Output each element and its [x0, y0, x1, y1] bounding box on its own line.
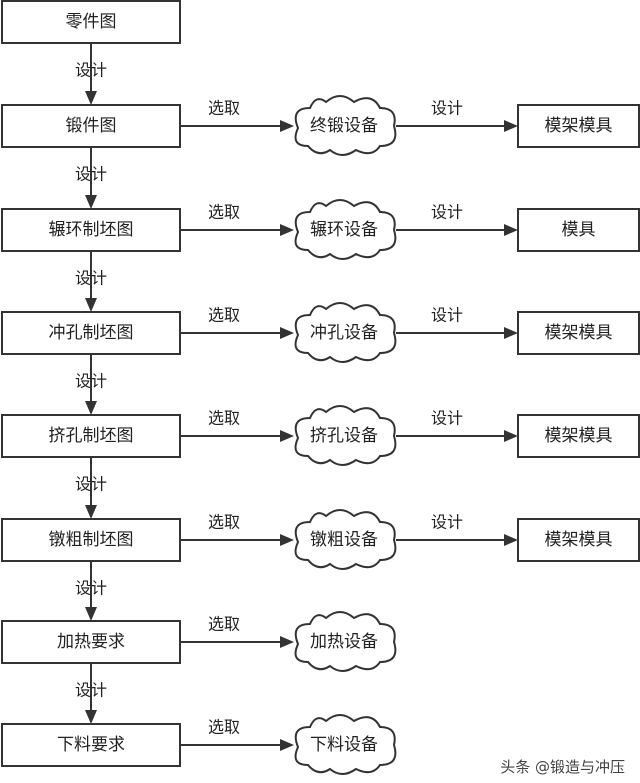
tooling-label: 模架模具	[545, 323, 613, 343]
equipment-label: 辗环设备	[310, 219, 378, 240]
step-label: 挤孔制坯图	[49, 426, 134, 446]
equipment-cloud	[294, 405, 397, 466]
equipment-cloud	[294, 199, 397, 260]
tooling-box	[517, 311, 640, 355]
select-edge-label: 选取	[208, 409, 240, 428]
design-edge-label: 设计	[75, 269, 107, 288]
step-box	[1, 208, 181, 252]
flow-arrow-down-head	[85, 91, 97, 105]
equipment-label: 加热设备	[310, 632, 378, 652]
design-edge-label: 设计	[75, 475, 107, 494]
step-label: 锻件图	[66, 116, 117, 136]
equipment-cloud	[294, 611, 397, 672]
step-box	[1, 311, 181, 355]
equipment-label: 冲孔设备	[310, 323, 378, 343]
tooling-arrow-head	[504, 327, 518, 339]
design-edge-label: 设计	[75, 61, 107, 80]
tooling-edge-label: 设计	[431, 306, 463, 325]
step-label: 加热要求	[57, 632, 125, 652]
select-edge-label: 选取	[208, 306, 240, 325]
design-edge-label: 设计	[75, 579, 107, 598]
step-label: 零件图	[66, 12, 117, 32]
equipment-cloud	[294, 95, 397, 156]
design-edge-label: 设计	[75, 681, 107, 700]
step-box	[1, 104, 181, 148]
tooling-arrow-head	[504, 224, 518, 236]
select-arrow-head	[280, 636, 294, 648]
flow-arrow-down-head	[85, 505, 97, 519]
select-arrow-head	[280, 120, 294, 132]
tooling-edge-label: 设计	[431, 409, 463, 428]
equipment-cloud	[294, 509, 397, 570]
design-edge-label: 设计	[75, 165, 107, 184]
equipment-label: 挤孔设备	[310, 426, 378, 446]
select-arrow-head	[280, 430, 294, 442]
watermark-text: 头条 @锻造与冲压	[500, 758, 625, 776]
flow-arrow-down-head	[85, 401, 97, 415]
tooling-box	[517, 518, 640, 562]
tooling-edge-label: 设计	[431, 99, 463, 118]
flow-arrow-down-head	[85, 298, 97, 312]
tooling-arrow-head	[504, 430, 518, 442]
tooling-box	[517, 208, 640, 252]
select-edge-label: 选取	[208, 99, 240, 118]
equipment-cloud	[294, 302, 397, 363]
tooling-label: 模架模具	[545, 116, 613, 136]
tooling-edge-label: 设计	[431, 513, 463, 532]
step-label: 辗环制坯图	[49, 219, 134, 240]
select-arrow-head	[280, 327, 294, 339]
step-box	[1, 620, 181, 664]
step-label: 镦粗制坯图	[49, 530, 134, 550]
select-arrow-head	[280, 739, 294, 751]
step-label: 下料要求	[57, 735, 125, 755]
tooling-label: 模架模具	[545, 530, 613, 550]
select-edge-label: 选取	[208, 203, 240, 222]
design-edge-label: 设计	[75, 372, 107, 391]
equipment-label: 镦粗设备	[310, 530, 378, 550]
select-edge-label: 选取	[208, 718, 240, 737]
flow-arrow-down-head	[85, 195, 97, 209]
flow-arrow-down-head	[85, 607, 97, 621]
tooling-label: 模具	[562, 220, 596, 240]
tooling-arrow-head	[504, 534, 518, 546]
tooling-edge-label: 设计	[431, 203, 463, 222]
step-label: 冲孔制坯图	[49, 323, 134, 343]
equipment-label: 终锻设备	[310, 116, 378, 136]
tooling-box	[517, 104, 640, 148]
equipment-label: 下料设备	[310, 735, 378, 755]
tooling-box	[517, 414, 640, 458]
tooling-arrow-head	[504, 120, 518, 132]
select-edge-label: 选取	[208, 513, 240, 532]
flow-arrow-down-head	[85, 710, 97, 724]
select-edge-label: 选取	[208, 615, 240, 634]
step-box	[1, 518, 181, 562]
select-arrow-head	[280, 224, 294, 236]
step-box	[1, 414, 181, 458]
select-arrow-head	[280, 534, 294, 546]
step-box	[1, 723, 181, 767]
equipment-cloud	[294, 714, 397, 775]
tooling-label: 模架模具	[545, 426, 613, 446]
step-box	[1, 0, 181, 44]
